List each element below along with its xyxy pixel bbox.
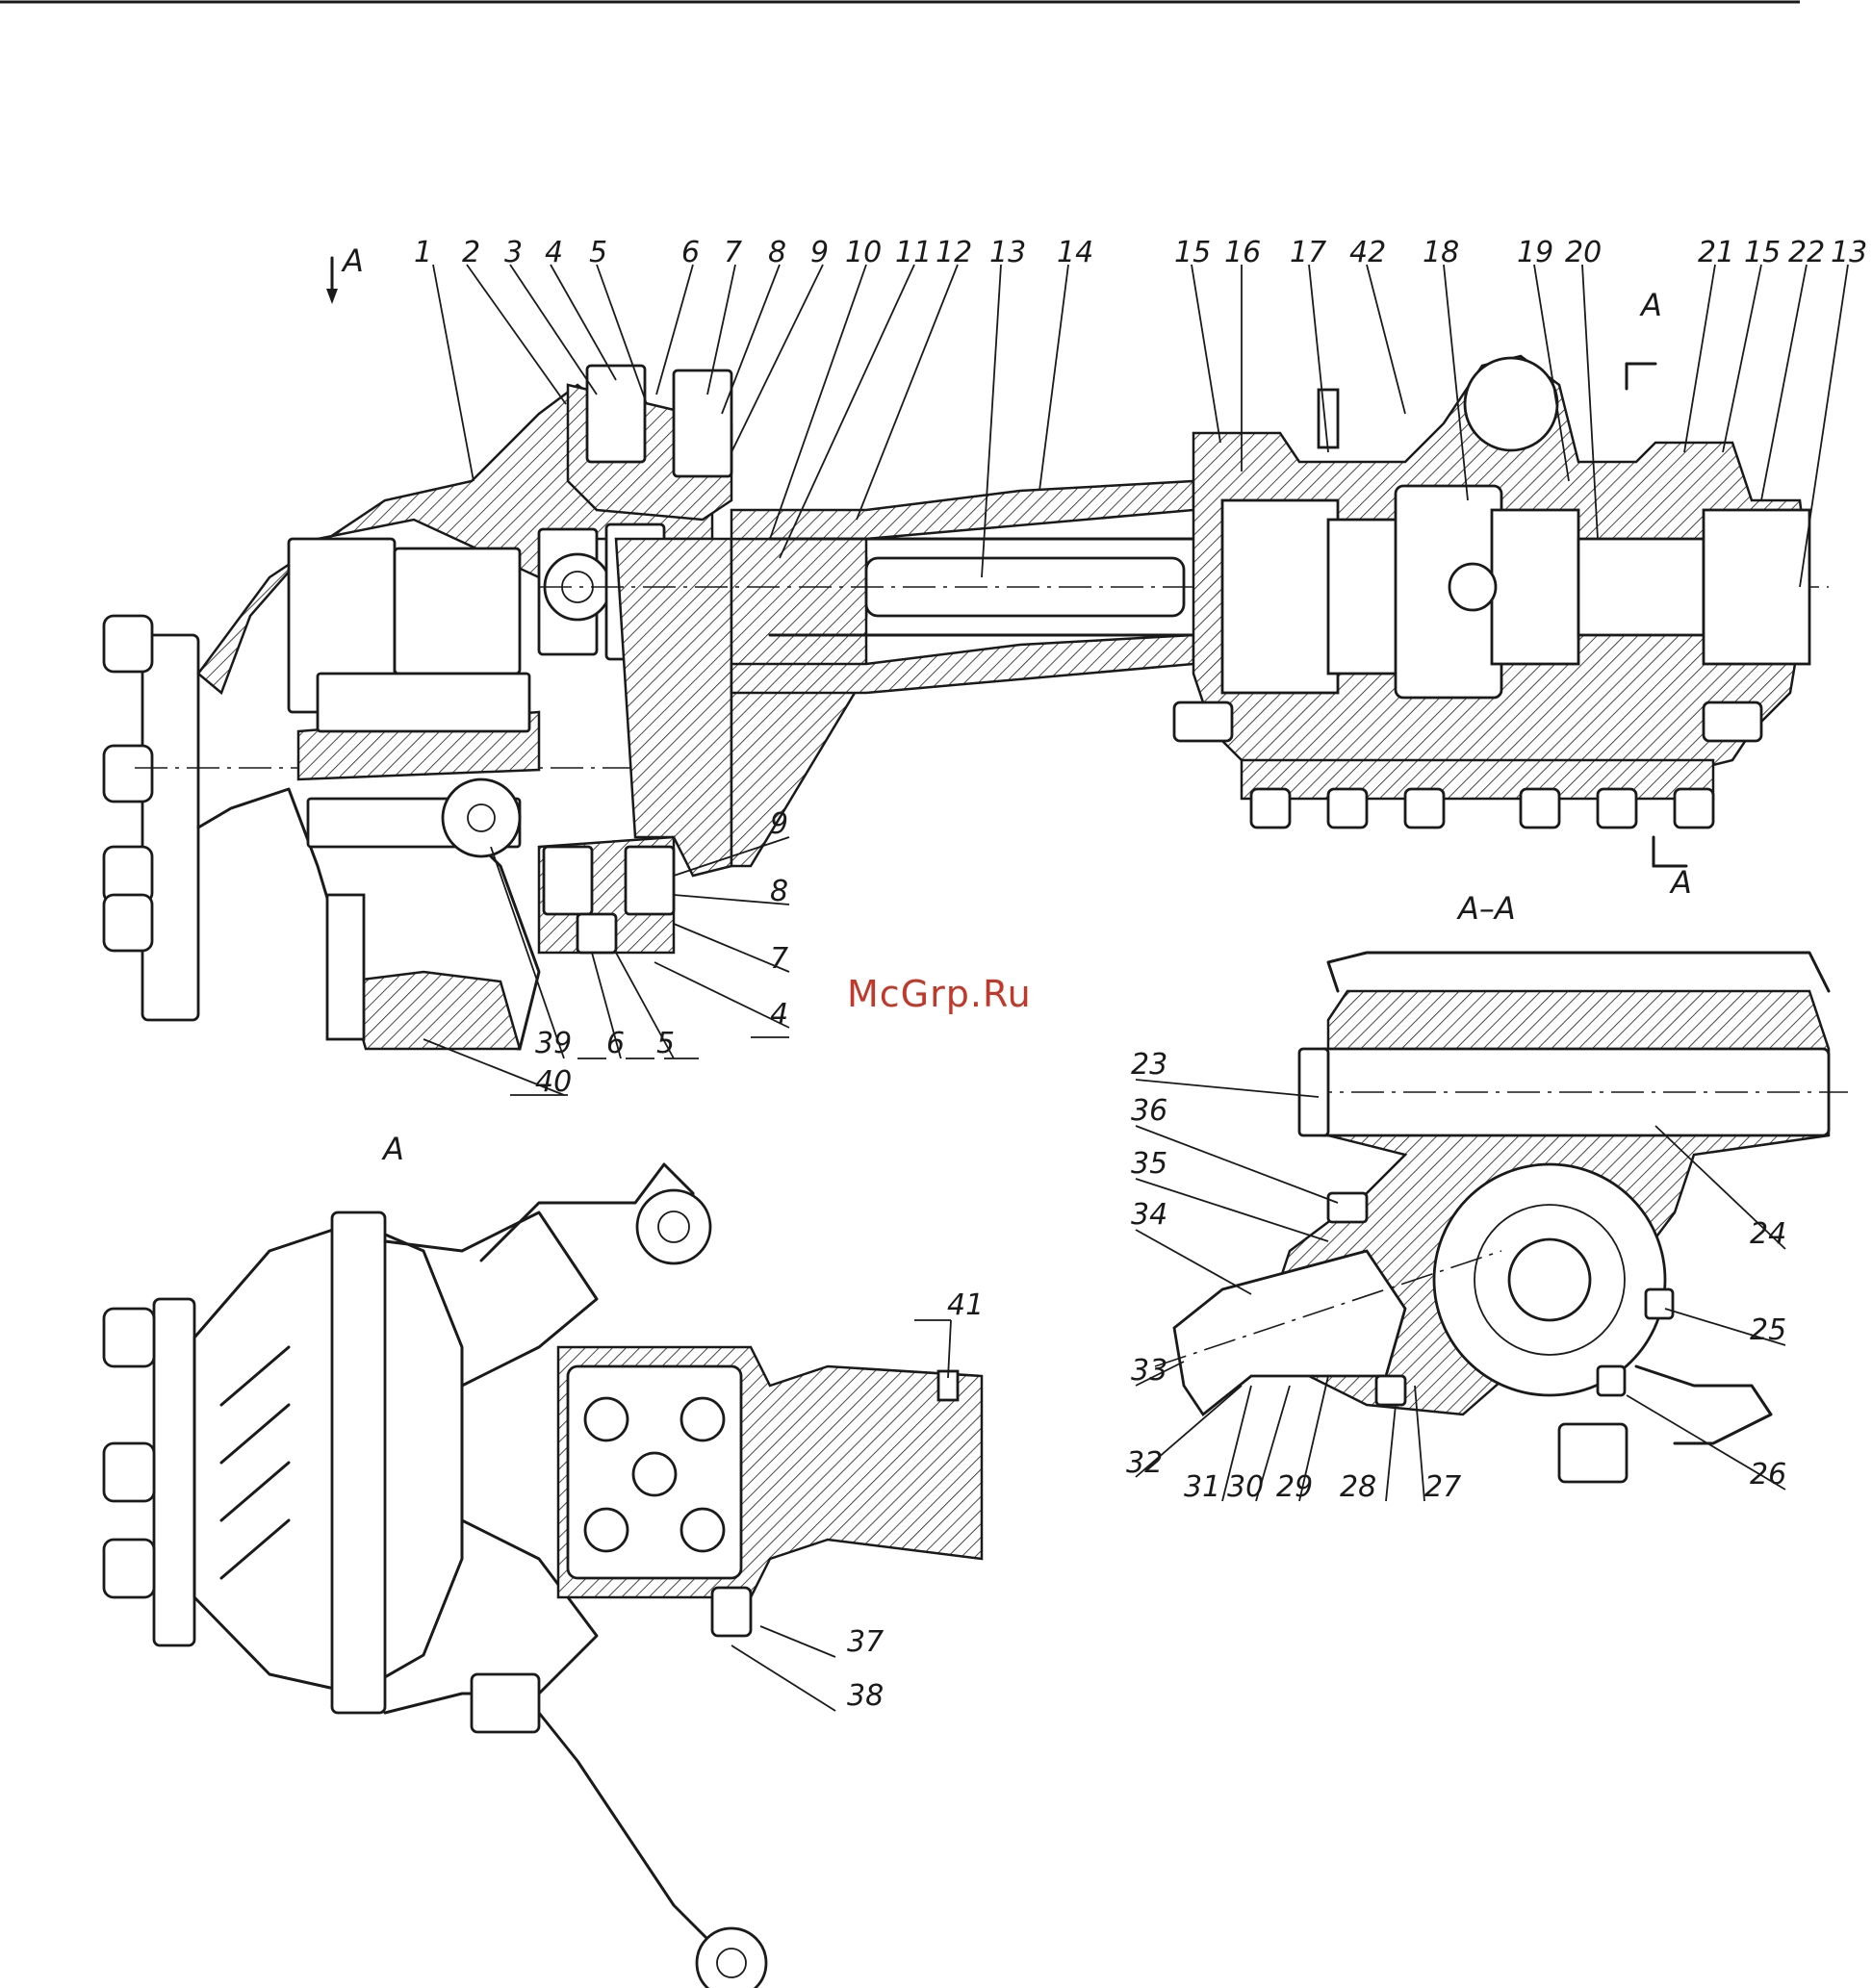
flange-bolts-left	[102, 614, 154, 953]
callout-4b: 4	[770, 998, 788, 1032]
callout-1: 1	[414, 236, 432, 269]
callout-10: 10	[845, 236, 882, 269]
callout-13b: 13	[1831, 236, 1867, 269]
callouts-top-row: 1 2 3 4 5 6 7 8 9 10 11 12 13 14 15 16 1…	[414, 236, 1867, 269]
callout-2: 2	[462, 236, 480, 269]
callout-8b: 8	[770, 875, 788, 908]
callout-15b: 15	[1744, 236, 1781, 269]
callout-34: 34	[1131, 1198, 1167, 1232]
section-aa-title: A–A	[1456, 890, 1516, 927]
callout-12: 12	[936, 236, 972, 269]
callout-17: 17	[1290, 236, 1326, 269]
callout-33: 33	[1131, 1354, 1167, 1388]
watermark: McGrp.Ru	[847, 973, 1032, 1015]
callout-21: 21	[1698, 236, 1734, 269]
view-a: A	[102, 1131, 984, 1988]
callouts-view-a: 41 37 38	[847, 1288, 984, 1713]
callout-20: 20	[1565, 236, 1602, 269]
view-a-title: A	[381, 1131, 404, 1167]
callout-9: 9	[810, 236, 829, 269]
callout-30: 30	[1227, 1470, 1264, 1504]
callout-6b: 6	[606, 1027, 625, 1060]
callout-22: 22	[1788, 236, 1825, 269]
main-section-leaders	[423, 264, 1849, 1096]
callout-29: 29	[1276, 1470, 1313, 1504]
callout-18: 18	[1423, 236, 1459, 269]
callout-23: 23	[1131, 1048, 1167, 1082]
callout-35: 35	[1131, 1147, 1167, 1181]
callouts-section-aa: 23 36 35 34 33 32 31 30 29 28 27 24 25 2…	[1126, 1048, 1786, 1504]
callouts-lower-bottom: 39 6 5 40	[535, 1027, 675, 1099]
callout-40: 40	[535, 1065, 572, 1099]
callout-16: 16	[1224, 236, 1261, 269]
callout-8: 8	[768, 236, 786, 269]
main-section-view: A	[102, 242, 1829, 1051]
callout-4: 4	[545, 236, 563, 269]
callout-41: 41	[947, 1288, 984, 1322]
callout-36: 36	[1131, 1094, 1167, 1128]
callout-5: 5	[589, 236, 607, 269]
callout-39: 39	[535, 1027, 572, 1060]
callout-42: 42	[1349, 236, 1386, 269]
callout-19: 19	[1517, 236, 1553, 269]
callout-27: 27	[1424, 1470, 1461, 1504]
callout-14: 14	[1057, 236, 1093, 269]
callout-11: 11	[895, 236, 932, 269]
callout-13: 13	[989, 236, 1026, 269]
callout-9b: 9	[770, 807, 788, 841]
section-aa-leaders	[1135, 1079, 1786, 1502]
mounting-bolts	[1172, 701, 1763, 829]
section-mark-top-left: A	[341, 242, 364, 279]
callout-28: 28	[1340, 1470, 1376, 1504]
callout-5b: 5	[656, 1027, 675, 1060]
callouts-lower-right: 9 8 7 4	[770, 807, 788, 1032]
callout-32: 32	[1126, 1446, 1163, 1480]
callout-26: 26	[1750, 1458, 1786, 1491]
section-mark-right-top: A	[1639, 287, 1662, 323]
callout-31: 31	[1184, 1470, 1220, 1504]
callout-25: 25	[1750, 1313, 1786, 1347]
view-a-flange-bolts	[102, 1307, 156, 1599]
callout-6: 6	[681, 236, 700, 269]
callout-37: 37	[847, 1625, 884, 1659]
callout-7b: 7	[770, 942, 788, 976]
callout-38: 38	[847, 1679, 884, 1713]
callout-7: 7	[724, 236, 742, 269]
section-mark-right-bottom: A	[1669, 864, 1692, 901]
callout-15: 15	[1174, 236, 1211, 269]
view-a-leaders	[731, 1319, 952, 1712]
callout-24: 24	[1750, 1217, 1786, 1251]
section-aa-view: A–A	[1154, 890, 1848, 1484]
callout-3: 3	[504, 236, 523, 269]
